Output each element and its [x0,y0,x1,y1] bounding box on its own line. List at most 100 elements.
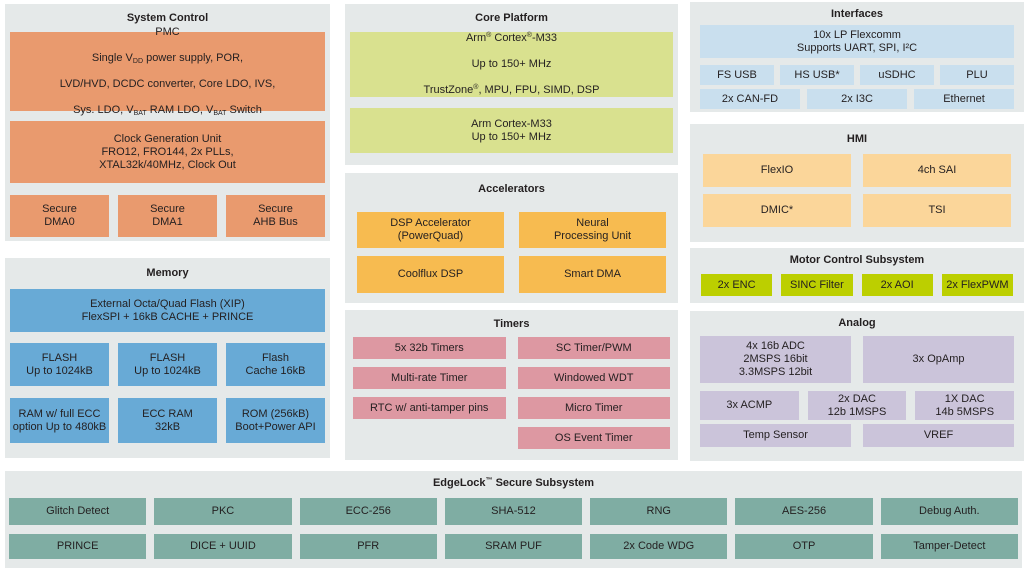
system-control-row: Secure DMA0 Secure DMA1 Secure AHB Bus [10,195,325,237]
accelerators-body: DSP Accelerator (PowerQuad) Neural Proce… [345,212,678,293]
block-enc: 2x ENC [701,274,773,296]
block-ethernet: Ethernet [914,89,1014,109]
block-npu: Neural Processing Unit [519,212,666,248]
timers-right-column: SC Timer/PWM Windowed WDT Micro Timer OS… [517,337,670,449]
motor-control-row: 2x ENC SINC Filter 2x AOI 2x FlexPWM [690,274,1024,296]
cpu-line: TrustZone®, MPU, FPU, SIMD, DSP [423,84,600,96]
block-windowed-wdt: Windowed WDT [517,367,670,389]
block-ram-ecc: RAM w/ full ECC option Up to 480kB [10,398,109,443]
block-dac-12b: 2x DAC 12b 1MSPS [807,391,907,420]
block-multirate-timer: Multi-rate Timer [353,367,506,389]
block-os-event-timer: OS Event Timer [517,427,670,449]
pmc-line: Sys. LDO, VBAT RAM LDO, VBAT Switch [73,104,262,117]
section-title-memory: Memory [146,267,189,279]
block-code-wdg: 2x Code WDG [590,534,728,559]
block-opamp: 3x OpAmp [863,336,1014,383]
section-title-analog: Analog [838,317,876,329]
section-title-hmi: HMI [846,133,868,145]
section-memory: Memory External Octa/Quad Flash (XIP) Fl… [5,258,330,458]
block-flexpwm: 2x FlexPWM [941,274,1013,296]
block-debug-auth: Debug Auth. [880,498,1018,525]
section-system-control: System Control PMC Single VDD power supp… [5,4,330,241]
section-title-system-control: System Control [126,12,209,24]
block-sai: 4ch SAI [863,154,1011,187]
block-flash-2: FLASH Up to 1024kB [118,343,217,386]
memory-body: External Octa/Quad Flash (XIP) FlexSPI +… [5,289,330,443]
block-external-flash-xip: External Octa/Quad Flash (XIP) FlexSPI +… [10,289,325,332]
block-pmc: PMC Single VDD power supply, POR, LVD/HV… [10,26,325,117]
block-secure-dma1: Secure DMA1 [118,195,217,237]
interfaces-body: 10x LP Flexcomm Supports UART, SPI, I²C … [690,25,1024,109]
section-title-edgelock: EdgeLock™ Secure Subsystem [432,477,595,489]
block-fs-usb: FS USB [700,65,774,85]
block-rng: RNG [590,498,728,525]
block-tsi: TSI [863,194,1011,227]
block-ecc-ram: ECC RAM 32kB [118,398,217,443]
edgelock-row: Glitch Detect PKC ECC-256 SHA-512 RNG AE… [5,498,1022,525]
block-flexio: FlexIO [703,154,851,187]
block-rtc: RTC w/ anti-tamper pins [353,397,506,419]
block-coolflux-dsp: Coolflux DSP [357,256,504,293]
system-control-body: PMC Single VDD power supply, POR, LVD/HV… [5,26,330,237]
pmc-line: Single VDD power supply, POR, [91,52,244,65]
block-micro-timer: Micro Timer [517,397,670,419]
section-title-core-platform: Core Platform [475,12,548,24]
section-title-interfaces: Interfaces [831,8,883,20]
section-timers: Timers 5x 32b Timers Multi-rate Timer RT… [345,310,678,460]
block-flash-1: FLASH Up to 1024kB [10,343,109,386]
block-sram-puf: SRAM PUF [444,534,583,559]
block-lp-flexcomm: 10x LP Flexcomm Supports UART, SPI, I²C [700,25,1014,58]
block-aes-256: AES-256 [735,498,873,525]
edgelock-row: PRINCE DICE + UUID PFR SRAM PUF 2x Code … [5,534,1022,559]
analog-row: 3x ACMP 2x DAC 12b 1MSPS 1X DAC 14b 5MSP… [700,391,1015,420]
block-smart-dma: Smart DMA [519,256,666,293]
section-title-timers: Timers [493,318,530,330]
block-pkc: PKC [154,498,292,525]
block-dmic: DMIC* [703,194,851,227]
cpu-line: Up to 150+ MHz [471,58,552,70]
accelerators-row: DSP Accelerator (PowerQuad) Neural Proce… [357,212,666,248]
memory-row: FLASH Up to 1024kB FLASH Up to 1024kB Fl… [10,343,325,386]
block-32b-timers: 5x 32b Timers [353,337,506,359]
block-dice-uuid: DICE + UUID [154,534,292,559]
block-can-fd: 2x CAN-FD [700,89,800,109]
block-aoi: 2x AOI [861,274,933,296]
section-title-accelerators: Accelerators [478,183,545,195]
hmi-body: FlexIO 4ch SAI DMIC* TSI [690,154,1024,227]
block-glitch-detect: Glitch Detect [9,498,147,525]
section-motor-control: Motor Control Subsystem 2x ENC SINC Filt… [690,248,1024,303]
block-i3c: 2x I3C [807,89,907,109]
block-ecc-256: ECC-256 [299,498,437,525]
block-temp-sensor: Temp Sensor [700,424,851,447]
block-prince: PRINCE [9,534,147,559]
accelerators-row: Coolflux DSP Smart DMA [357,256,666,293]
interfaces-row: 2x CAN-FD 2x I3C Ethernet [700,89,1014,109]
block-secure-ahb-bus: Secure AHB Bus [226,195,325,237]
block-rom: ROM (256kB) Boot+Power API [226,398,325,443]
timers-body: 5x 32b Timers Multi-rate Timer RTC w/ an… [345,337,678,449]
analog-row: Temp Sensor VREF [700,424,1014,447]
block-adc: 4x 16b ADC 2MSPS 16bit 3.3MSPS 12bit [700,336,851,383]
core-platform-body: Arm® Cortex®-M33 Up to 150+ MHz TrustZon… [345,32,678,153]
block-dac-14b: 1X DAC 14b 5MSPS [915,391,1015,420]
block-tamper-detect: Tamper-Detect [880,534,1018,559]
section-core-platform: Core Platform Arm® Cortex®-M33 Up to 150… [345,4,678,165]
block-secure-dma0: Secure DMA0 [10,195,109,237]
block-pfr: PFR [299,534,437,559]
interfaces-row: FS USB HS USB* uSDHC PLU [700,65,1014,85]
block-cortex-m33-secondary: Arm Cortex-M33 Up to 150+ MHz [350,108,673,153]
block-cortex-m33-primary: Arm® Cortex®-M33 Up to 150+ MHz TrustZon… [350,32,673,97]
pmc-line: PMC [155,26,180,38]
section-edgelock: EdgeLock™ Secure Subsystem Glitch Detect… [5,471,1022,568]
analog-body: 4x 16b ADC 2MSPS 16bit 3.3MSPS 12bit 3x … [690,336,1024,447]
block-sinc-filter: SINC Filter [781,274,853,296]
block-powerquad: DSP Accelerator (PowerQuad) [357,212,504,248]
section-title-motor-control: Motor Control Subsystem [789,254,925,266]
cpu-line: Arm® Cortex®-M33 [465,32,558,44]
block-plu: PLU [940,65,1014,85]
memory-row: RAM w/ full ECC option Up to 480kB ECC R… [10,398,325,443]
block-flash-cache: Flash Cache 16kB [226,343,325,386]
section-analog: Analog 4x 16b ADC 2MSPS 16bit 3.3MSPS 12… [690,311,1024,461]
block-sc-timer-pwm: SC Timer/PWM [517,337,670,359]
